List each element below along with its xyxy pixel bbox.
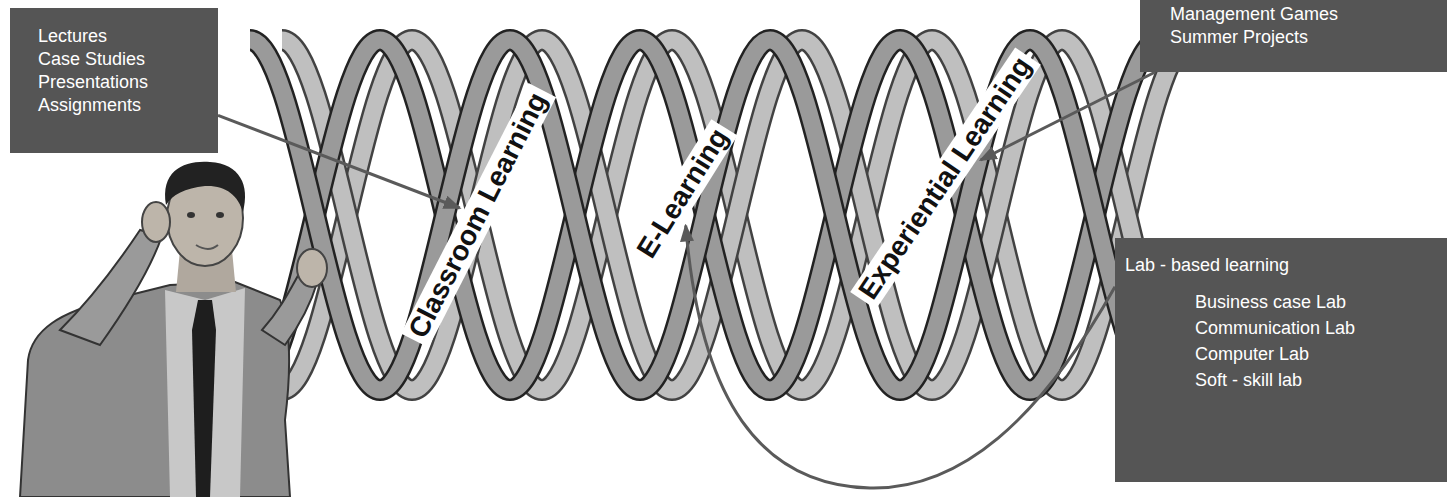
list-item: Presentations — [38, 71, 208, 94]
strand-label: E-Learning — [631, 123, 735, 263]
list-item: Case Studies — [38, 48, 208, 71]
presenter-figure — [20, 162, 327, 497]
pointer-arrow — [218, 115, 460, 208]
strand-label: Experiential Learning — [852, 51, 1037, 304]
list-item: Business case Lab — [1195, 289, 1437, 315]
list-item: Soft - skill lab — [1195, 367, 1437, 393]
learning-strand-label: Experiential Learning — [850, 47, 1040, 309]
activity-list-box: LecturesCase StudiesPresentationsAssignm… — [10, 8, 218, 153]
learning-strand-label: Classroom Learning — [400, 83, 555, 347]
strand-label: Classroom Learning — [403, 87, 553, 342]
list-heading: Lab - based learning — [1125, 254, 1437, 277]
activity-list-box: Management GamesSummer Projects — [1140, 0, 1447, 72]
helix-ribbons — [250, 40, 1192, 390]
list-item: Communication Lab — [1195, 315, 1437, 341]
list-item: Management Games — [1170, 3, 1437, 26]
list-item: Summer Projects — [1170, 26, 1437, 49]
list-item: Assignments — [38, 94, 208, 117]
list-item: Computer Lab — [1195, 341, 1437, 367]
learning-strand-label: E-Learning — [629, 118, 738, 267]
lab-list-box: Lab - based learningBusiness case LabCom… — [1115, 238, 1447, 482]
list-item: Lectures — [38, 25, 208, 48]
